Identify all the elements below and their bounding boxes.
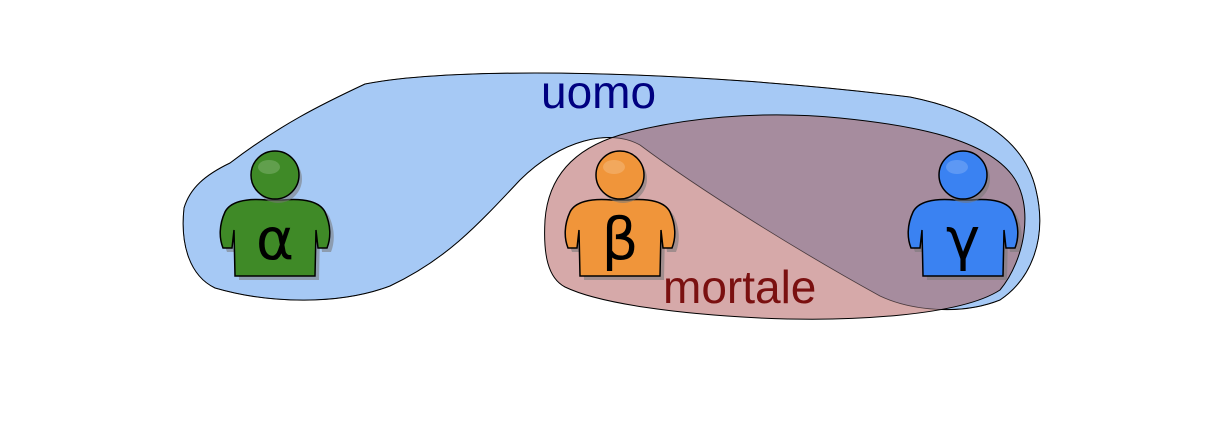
- person-beta: β: [564, 150, 679, 280]
- person-icon: [907, 150, 1022, 280]
- person-gamma: γ: [907, 150, 1022, 280]
- person-letter: γ: [946, 205, 980, 273]
- person-icon: [564, 150, 679, 280]
- uomo-set-outline: [182, 72, 1041, 310]
- person-letter: β: [601, 205, 638, 273]
- mortale-set-outline: [544, 114, 1026, 320]
- person-icon: [219, 150, 334, 280]
- uomo-mortale-overlap-region: [544, 114, 1025, 310]
- person-letter: α: [256, 205, 294, 273]
- person-alpha: α: [219, 150, 334, 280]
- uomo-set-label: uomo: [541, 66, 656, 118]
- mortale-set-label: mortale: [663, 261, 816, 313]
